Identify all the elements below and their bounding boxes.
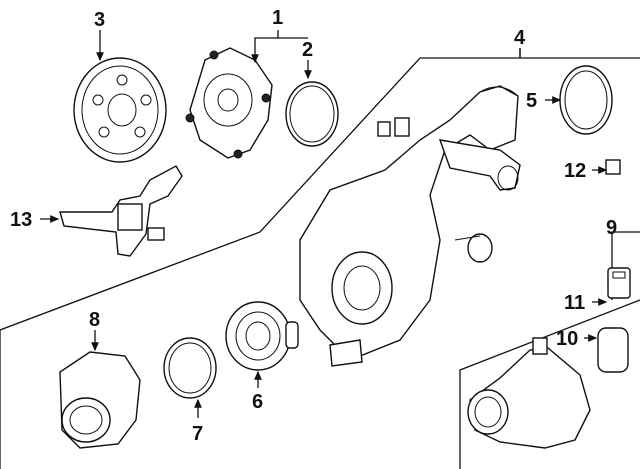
callout-6: 6 — [252, 391, 263, 413]
callout-12: 12 — [564, 160, 586, 182]
callout-8: 8 — [89, 309, 100, 331]
leader-lines — [40, 30, 608, 418]
callout-1: 1 — [272, 7, 283, 29]
pump-gasket-part — [285, 81, 339, 147]
callout-4: 4 — [514, 27, 526, 49]
callout-5: 5 — [526, 90, 537, 112]
outlet-gasket-part — [163, 337, 217, 399]
callout-7: 7 — [192, 423, 203, 445]
thermostat-part — [225, 301, 299, 371]
housing-o-ring-part — [559, 65, 613, 135]
bracket-valve-part — [59, 165, 183, 257]
sensor-seal-part — [597, 327, 629, 373]
callout-9: 9 — [606, 217, 617, 239]
water-outlet-part — [59, 351, 141, 449]
callout-3: 3 — [94, 9, 105, 31]
callout-2: 2 — [302, 39, 313, 61]
water-outlet-housing-part — [299, 85, 521, 367]
water-pump-part — [185, 47, 273, 159]
thermostat-housing-part — [467, 337, 591, 449]
callout-11: 11 — [564, 292, 585, 314]
temperature-sensor-part — [607, 267, 631, 299]
callout-numbers: 1 2 3 4 5 6 7 8 9 10 11 12 13 — [10, 7, 617, 445]
callout-13: 13 — [10, 209, 32, 231]
pulley-part — [73, 57, 167, 163]
callout-10: 10 — [556, 328, 578, 350]
